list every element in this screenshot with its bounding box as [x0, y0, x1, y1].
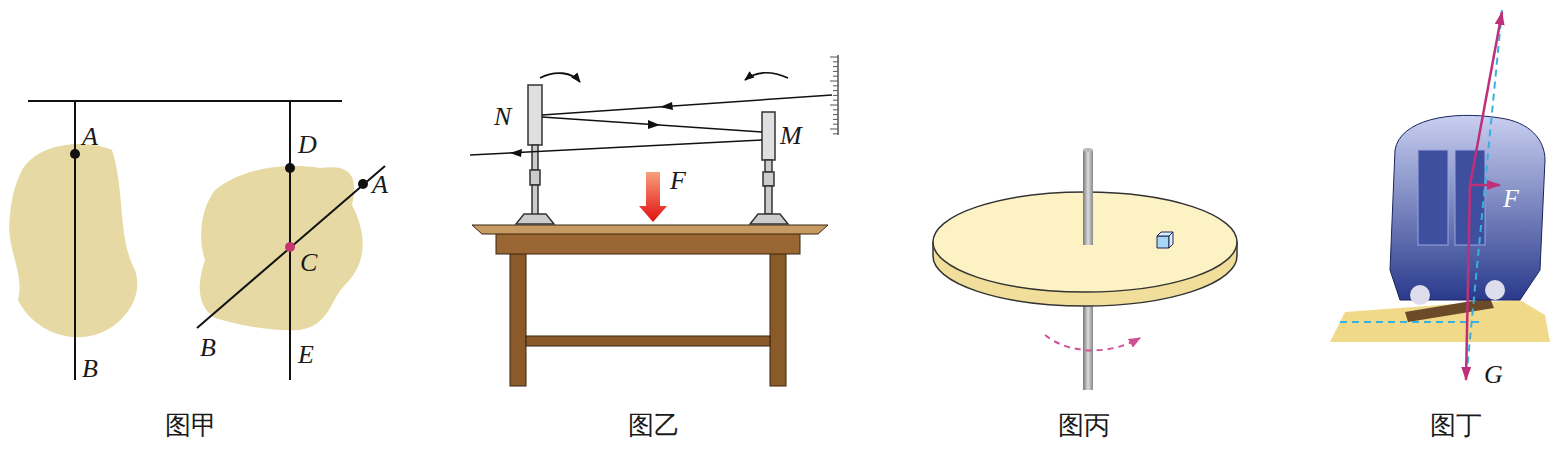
- point-label: C: [300, 250, 317, 276]
- caption: 图丙: [1058, 412, 1110, 438]
- caption: 图丁: [1430, 412, 1482, 438]
- point-label: D: [298, 132, 317, 158]
- turntable-figure: [933, 148, 1237, 390]
- suspension-figure: [9, 101, 385, 380]
- point-label: E: [298, 342, 314, 368]
- point-label: G: [1484, 362, 1503, 388]
- point-label: B: [200, 335, 216, 361]
- point-label: B: [82, 356, 98, 382]
- point-label: F: [1503, 186, 1519, 212]
- point-label: A: [372, 172, 388, 198]
- caption: 图乙: [628, 412, 680, 438]
- mirror-lever-figure: [470, 55, 838, 386]
- point-label: F: [670, 168, 686, 194]
- caption: 图甲: [165, 412, 217, 438]
- point-label: M: [780, 123, 802, 149]
- point-label: A: [82, 124, 98, 150]
- point-label: N: [494, 104, 511, 130]
- train-figure: [1330, 10, 1550, 380]
